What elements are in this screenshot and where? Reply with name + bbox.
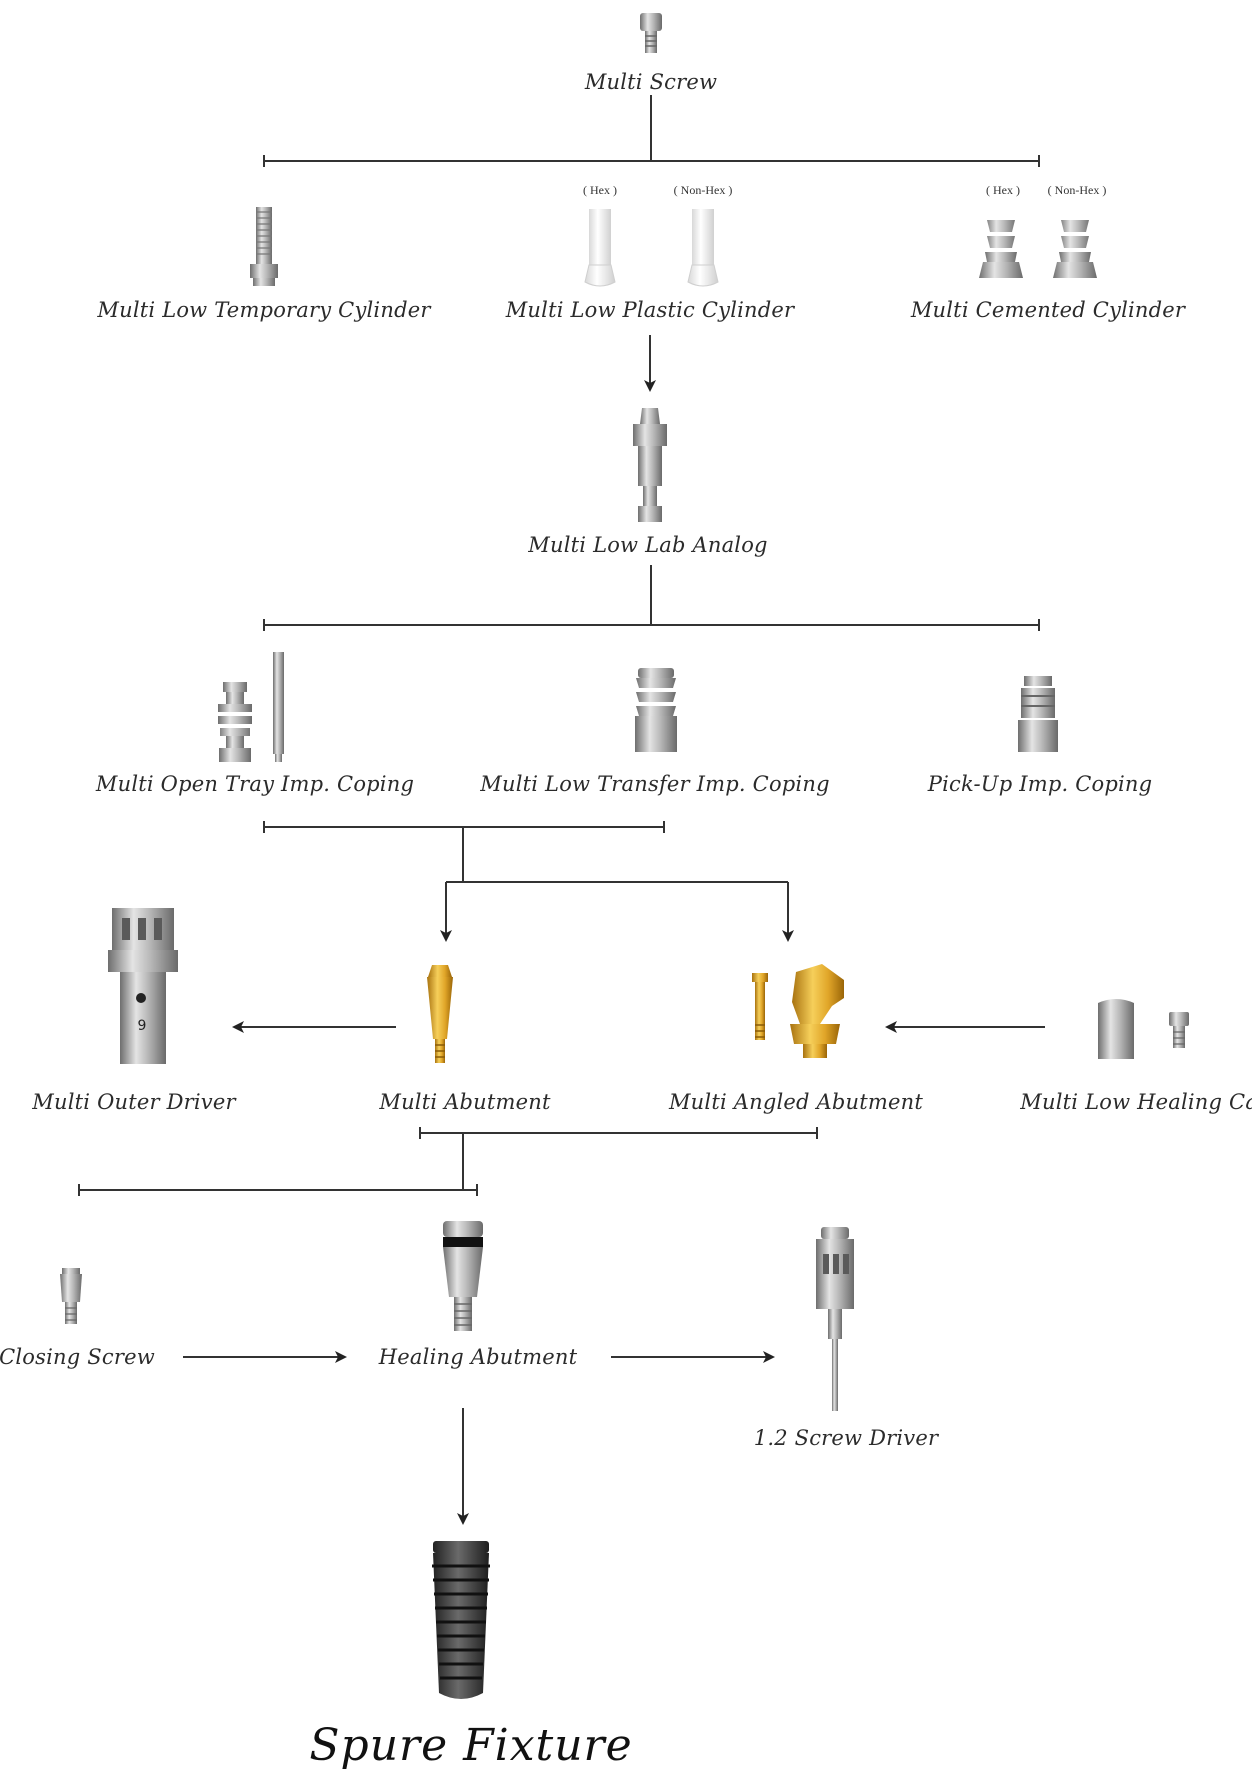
closing-screw-label: Closing Screw xyxy=(0,1345,155,1369)
multi-open-tray-imp-coping-label: Multi Open Tray Imp. Coping xyxy=(95,772,415,796)
multi-low-temporary-cylinder-label: Multi Low Temporary Cylinder xyxy=(97,298,431,322)
cemented-non-hex-variant-label: ( Non-Hex ) xyxy=(1047,183,1107,197)
healing-abutment-image xyxy=(443,1221,483,1331)
multi-open-tray-imp-coping-image xyxy=(218,652,284,762)
multi-cemented-cylinder-non-hex-image xyxy=(1053,220,1097,278)
multi-angled-abutment-label: Multi Angled Abutment xyxy=(668,1090,924,1114)
svg-text:9: 9 xyxy=(138,1018,147,1034)
multi-abutment-image xyxy=(427,965,453,1063)
multi-low-temporary-cylinder-image xyxy=(250,207,278,286)
multi-low-plastic-cylinder-label: Multi Low Plastic Cylinder xyxy=(505,298,795,322)
screw-driver-image xyxy=(816,1227,854,1411)
multi-outer-driver-image: 9 xyxy=(108,908,178,1064)
multi-outer-driver-label: Multi Outer Driver xyxy=(32,1090,236,1114)
multi-cemented-cylinder-label: Multi Cemented Cylinder xyxy=(910,298,1186,322)
pick-up-imp-coping-label: Pick-Up Imp. Coping xyxy=(927,772,1153,796)
multi-low-healing-cap-image xyxy=(1098,999,1189,1059)
multi-abutment-label: Multi Abutment xyxy=(379,1090,551,1114)
closing-screw-image xyxy=(60,1268,82,1324)
screw-driver-label: 1.2 Screw Driver xyxy=(753,1426,939,1450)
plastic-hex-variant-label: ( Hex ) xyxy=(583,183,617,197)
multi-cemented-cylinder-hex-image xyxy=(979,220,1023,278)
multi-low-plastic-cylinder-hex-image xyxy=(584,209,616,287)
connector-lines xyxy=(78,95,1045,1525)
multi-low-plastic-cylinder-non-hex-image xyxy=(687,209,719,287)
spure-fixture-image xyxy=(432,1541,490,1699)
multi-screw-label: Multi Screw xyxy=(584,70,718,94)
cemented-hex-variant-label: ( Hex ) xyxy=(986,183,1020,197)
multi-angled-abutment-image xyxy=(752,964,844,1058)
multi-low-healing-cap-label: Multi Low Healing Cap xyxy=(1020,1090,1252,1114)
multi-low-transfer-imp-coping-image xyxy=(635,668,677,752)
plastic-non-hex-variant-label: ( Non-Hex ) xyxy=(673,183,733,197)
multi-screw-image xyxy=(640,13,662,53)
healing-abutment-label: Healing Abutment xyxy=(378,1345,578,1369)
pick-up-imp-coping-image xyxy=(1018,676,1058,752)
spure-fixture-title: Spure Fixture xyxy=(309,1720,633,1771)
multi-low-lab-analog-label: Multi Low Lab Analog xyxy=(528,533,768,557)
multi-low-lab-analog-image xyxy=(633,408,667,522)
multi-low-transfer-imp-coping-label: Multi Low Transfer Imp. Coping xyxy=(480,772,830,796)
